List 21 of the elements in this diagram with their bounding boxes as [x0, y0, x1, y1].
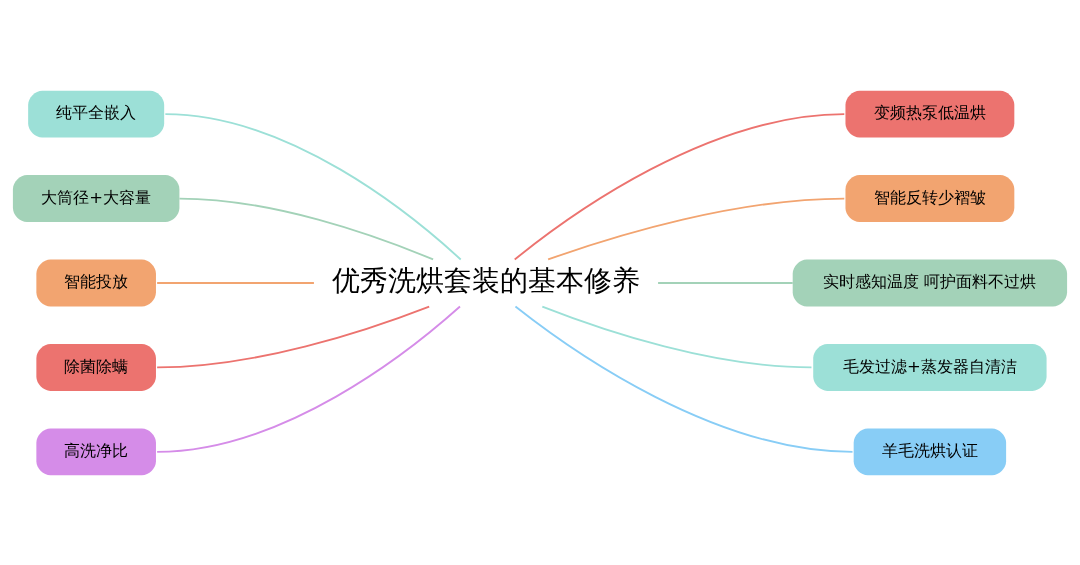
node-box: 实时感知温度 呵护面料不过烘 — [792, 259, 1068, 306]
node-box: 变频热泵低温烘 — [845, 90, 1015, 138]
connector — [156, 305, 431, 368]
node-box: 羊毛洗烘认证 — [853, 427, 1007, 475]
node-box: 智能反转少褶皱 — [845, 174, 1015, 222]
connector — [156, 281, 315, 284]
connector — [657, 281, 794, 284]
connector — [178, 197, 435, 260]
node-box: 智能投放 — [36, 259, 156, 306]
node-box: 毛发过滤+蒸发器自清洁 — [813, 343, 1047, 391]
connector — [541, 305, 813, 368]
connector — [547, 197, 846, 260]
node-box: 除菌除螨 — [36, 343, 156, 391]
connector — [164, 112, 462, 260]
connector — [513, 112, 846, 260]
node-box: 高洗净比 — [36, 427, 156, 475]
node-box: 大筒径+大容量 — [12, 174, 180, 222]
connector — [156, 305, 461, 453]
node-text: 优秀洗烘套装的基本修养 — [332, 263, 641, 297]
node-box: 纯平全嵌入 — [28, 90, 165, 138]
connector — [514, 305, 854, 453]
